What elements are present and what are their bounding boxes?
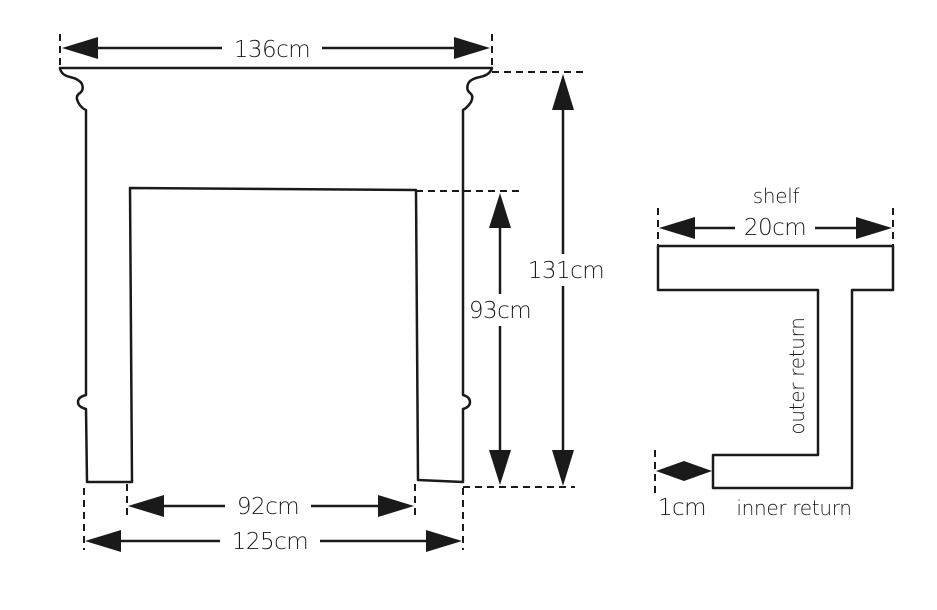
dim-return-depth-label: 1cm bbox=[658, 495, 706, 521]
dim-shelf-width: 136cm bbox=[62, 32, 490, 64]
dim-opening-height-label: 93cm bbox=[469, 298, 531, 324]
side-view: shelf 20cm outer return 1cm inner return bbox=[654, 184, 895, 521]
side-profile-outline bbox=[656, 244, 895, 490]
dim-opening-width: 92cm bbox=[128, 490, 414, 522]
dim-opening-width-label: 92cm bbox=[237, 494, 299, 520]
dim-base-width-label: 125cm bbox=[232, 529, 308, 555]
dim-shelf-width-label: 136cm bbox=[234, 37, 310, 63]
dim-shelf-depth-label: 20cm bbox=[744, 215, 806, 241]
inner-return-label: inner return bbox=[736, 496, 851, 520]
dim-total-height-label: 131cm bbox=[528, 258, 604, 284]
dim-return-depth bbox=[656, 461, 712, 481]
outer-return-label: outer return bbox=[785, 317, 809, 434]
dim-opening-height: 93cm bbox=[466, 193, 536, 485]
front-view: 136cm 131cm 93cm 92cm bbox=[58, 32, 605, 557]
dim-shelf-depth: 20cm bbox=[659, 212, 892, 242]
dim-base-width: 125cm bbox=[85, 525, 462, 557]
mantel-outline bbox=[58, 66, 494, 484]
dim-total-height: 131cm bbox=[523, 74, 605, 486]
shelf-label: shelf bbox=[753, 184, 800, 208]
